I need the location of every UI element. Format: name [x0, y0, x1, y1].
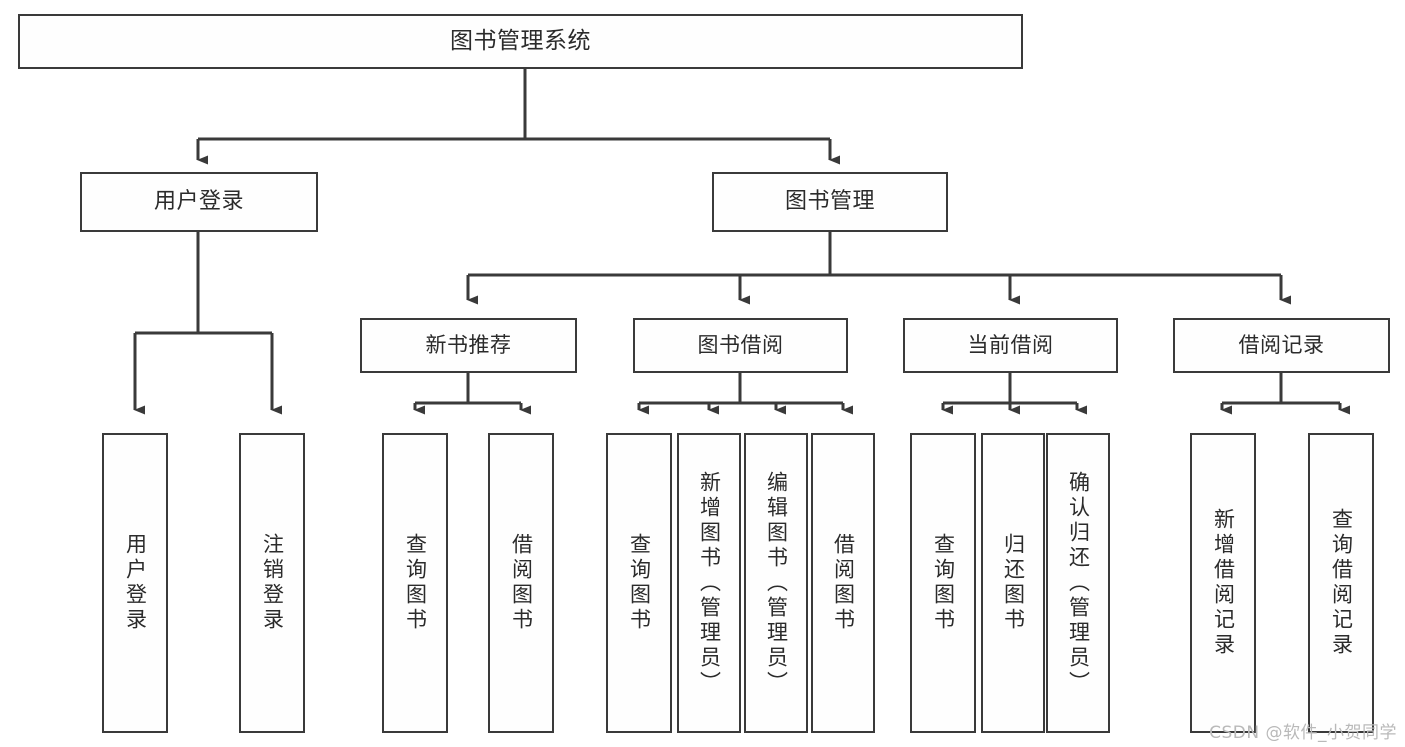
node-current-borrow-label: 当前借阅 — [967, 333, 1054, 358]
node-book-borrow[interactable]: 图书借阅 — [633, 318, 848, 373]
node-book-management-label: 图书管理 — [784, 189, 875, 215]
leaf-current-query-book[interactable]: 查询图书 — [910, 433, 976, 733]
node-book-management[interactable]: 图书管理 — [712, 172, 948, 232]
leaf-current-confirm-return-admin[interactable]: 确认归还（管理员） — [1046, 433, 1110, 733]
leaf-label: 查询借阅记录 — [1329, 508, 1354, 658]
leaf-label: 新增图书（管理员） — [697, 470, 722, 696]
leaf-borrow-edit-book-admin[interactable]: 编辑图书（管理员） — [744, 433, 808, 733]
leaf-user-login-logout[interactable]: 注销登录 — [239, 433, 305, 733]
node-root-label: 图书管理系统 — [450, 27, 591, 54]
leaf-label: 查询图书 — [403, 533, 428, 633]
leaf-borrow-borrow-book[interactable]: 借阅图书 — [811, 433, 875, 733]
leaf-label: 注销登录 — [260, 533, 285, 633]
leaf-label: 借阅图书 — [831, 533, 856, 633]
leaf-new-book-borrow[interactable]: 借阅图书 — [488, 433, 554, 733]
node-new-book-recommend[interactable]: 新书推荐 — [360, 318, 577, 373]
leaf-records-query-record[interactable]: 查询借阅记录 — [1308, 433, 1374, 733]
node-book-borrow-label: 图书借阅 — [697, 333, 784, 358]
node-root[interactable]: 图书管理系统 — [18, 14, 1023, 69]
leaf-label: 查询图书 — [931, 533, 956, 633]
leaf-records-add-record[interactable]: 新增借阅记录 — [1190, 433, 1256, 733]
leaf-label: 确认归还（管理员） — [1066, 470, 1091, 696]
csdn-watermark: CSDN @软件_小贺同学 — [1209, 723, 1397, 743]
leaf-current-return-book[interactable]: 归还图书 — [981, 433, 1045, 733]
leaf-new-book-query[interactable]: 查询图书 — [382, 433, 448, 733]
leaf-label: 编辑图书（管理员） — [764, 470, 789, 696]
node-current-borrow[interactable]: 当前借阅 — [903, 318, 1118, 373]
node-borrow-records-label: 借阅记录 — [1238, 333, 1325, 358]
leaf-label: 用户登录 — [123, 533, 148, 633]
leaf-user-login-login[interactable]: 用户登录 — [102, 433, 168, 733]
leaf-borrow-query-book[interactable]: 查询图书 — [606, 433, 672, 733]
node-new-book-recommend-label: 新书推荐 — [425, 333, 512, 358]
leaf-borrow-add-book-admin[interactable]: 新增图书（管理员） — [677, 433, 741, 733]
node-user-login[interactable]: 用户登录 — [80, 172, 318, 232]
leaf-label: 新增借阅记录 — [1211, 508, 1236, 658]
node-borrow-records[interactable]: 借阅记录 — [1173, 318, 1390, 373]
leaf-label: 借阅图书 — [509, 533, 534, 633]
leaf-label: 查询图书 — [627, 533, 652, 633]
leaf-label: 归还图书 — [1001, 533, 1026, 633]
node-user-login-label: 用户登录 — [153, 189, 244, 215]
